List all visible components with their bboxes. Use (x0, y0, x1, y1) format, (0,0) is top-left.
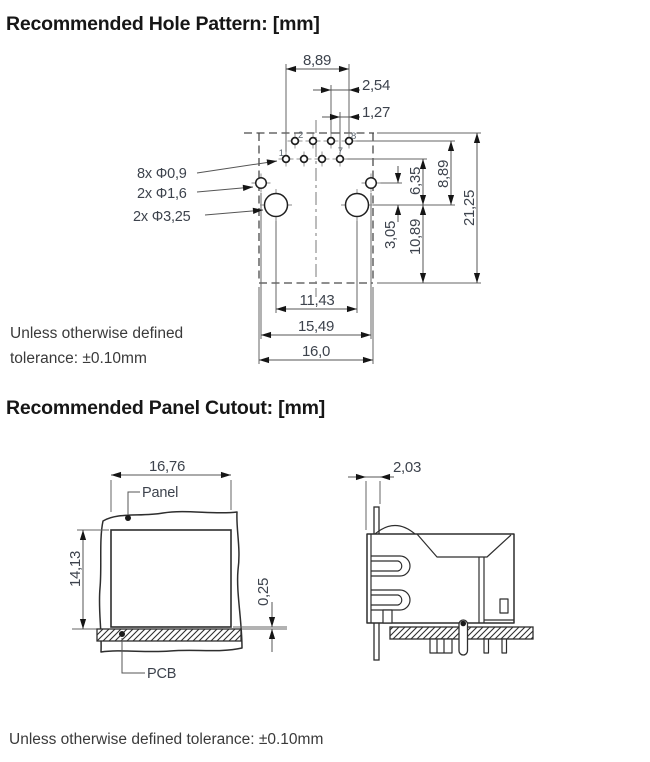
panel-cutout-rect (110, 529, 232, 628)
pin-number-1: 1 (279, 148, 284, 159)
dim-total-height: 21,25 (461, 190, 478, 226)
label-pcb: PCB (147, 666, 176, 682)
label-mount-holes: 2x Φ1,6 (137, 186, 187, 202)
front-foot (382, 609, 393, 624)
label-panel: Panel (142, 485, 178, 501)
post-top-cap (460, 620, 467, 627)
label-pin-holes: 8x Φ0,9 (137, 166, 187, 182)
dim-cutout-width: 16,76 (149, 458, 185, 475)
tolerance-note-1-line2: tolerance: ±0.10mm (10, 350, 147, 367)
pin-holes (277, 132, 358, 168)
dim-cutout-height: 14,13 (67, 551, 84, 587)
contact-slot-upper (371, 555, 411, 577)
dim-pin-pitch: 2,54 (362, 77, 390, 94)
dim-mount-to-posts: 3,05 (382, 221, 399, 249)
pin-number-7: 7 (338, 146, 343, 157)
dim-row1-to-posts: 6,35 (407, 167, 424, 195)
side-detail-rect (499, 598, 509, 614)
panel-cutout-front-view: 16,76 14,13 0,25 Panel PCB (67, 458, 287, 682)
panel-leader-dot (125, 515, 131, 521)
dim-mount-spacing: 15,49 (298, 318, 334, 335)
dimensions: 8,89 2,54 1,27 21,25 8,89 6,35 3,05 (259, 52, 481, 364)
dim-row-offset: 1,27 (362, 104, 390, 121)
leader-labels: 8x Φ0,9 2x Φ1,6 2x Φ3,25 (133, 159, 278, 225)
pressfit-post (458, 619, 469, 656)
tolerance-note-1-line1: Unless otherwise defined (10, 325, 184, 342)
tolerance-note-1: Unless otherwise defined tolerance: ±0.10… (10, 321, 183, 371)
label-post-holes: 2x Φ3,25 (133, 209, 191, 225)
panel-cutout-side-view: 2,03 (348, 459, 534, 661)
hole-pattern-drawing: 1 2 7 8 8,89 2,54 1,27 21,25 (133, 52, 481, 364)
hole-pattern-heading: Recommended Hole Pattern: [mm] (6, 13, 320, 35)
dim-post-spacing: 11,43 (300, 292, 335, 309)
pin-number-2: 2 (298, 130, 303, 141)
dim-total-width: 16,0 (302, 343, 330, 360)
dim-pin-span: 8,89 (303, 52, 331, 69)
pin-number-8: 8 (351, 131, 356, 142)
pcb-leader-dot (119, 631, 125, 637)
dim-posts-to-bottom: 10,89 (407, 219, 424, 255)
solder-pins (429, 638, 508, 654)
extension-lines (258, 64, 481, 364)
latch-dome (374, 524, 416, 535)
panel-cutout-heading: Recommended Panel Cutout: [mm] (6, 397, 326, 419)
dim-row2-to-posts: 8,89 (435, 160, 452, 188)
dim-protrusion: 2,03 (393, 459, 421, 476)
pcb-cross-section (96, 628, 242, 642)
tolerance-note-2: Unless otherwise defined tolerance: ±0.1… (9, 731, 324, 748)
pin-number-labels: 1 2 7 8 (279, 130, 357, 159)
connector-side-body (366, 524, 515, 624)
dim-pcb-gap: 0,25 (255, 578, 272, 606)
contact-slot-lower (371, 589, 411, 611)
